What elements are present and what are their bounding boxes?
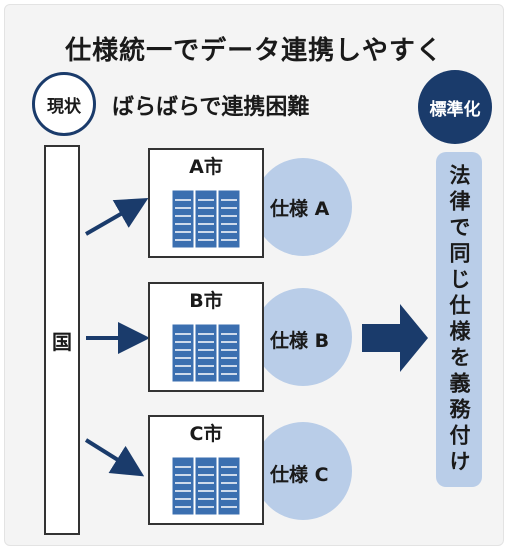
current-status-badge: 現状 [32, 72, 96, 136]
national-government-box: 国 [44, 145, 80, 535]
city-a-label: A市 [189, 156, 223, 178]
arrow-to-standardization [362, 304, 428, 372]
spec-b-label: 仕様 B [270, 330, 330, 352]
server-icon [171, 456, 241, 516]
city-c-label: C市 [189, 423, 223, 445]
spec-a-label: 仕様 A [270, 198, 330, 220]
spec-b-circle [254, 288, 352, 386]
current-status-description: ばらばらで連携困難 [112, 95, 310, 120]
city-b-label: B市 [189, 290, 223, 312]
diagram-title: 仕様統一でデータ連携しやすく [65, 36, 443, 66]
spec-c-label: 仕様 C [270, 464, 329, 486]
server-icon [171, 189, 241, 249]
national-government-label: 国 [52, 329, 72, 354]
standardization-badge: 標準化 [418, 70, 492, 144]
spec-a-circle [254, 158, 352, 256]
server-icon [171, 323, 241, 383]
city-c-box: C市 [148, 415, 264, 525]
spec-c-circle [254, 422, 352, 520]
city-a-box: A市 [148, 148, 264, 258]
arrow-to-city-a [85, 198, 149, 236]
city-b-box: B市 [148, 282, 264, 392]
law-mandate-bar: 法律で同じ仕様を義務付け [436, 152, 482, 487]
law-mandate-text: 法律で同じ仕様を義務付け [447, 163, 471, 476]
arrow-to-city-c [84, 438, 145, 477]
